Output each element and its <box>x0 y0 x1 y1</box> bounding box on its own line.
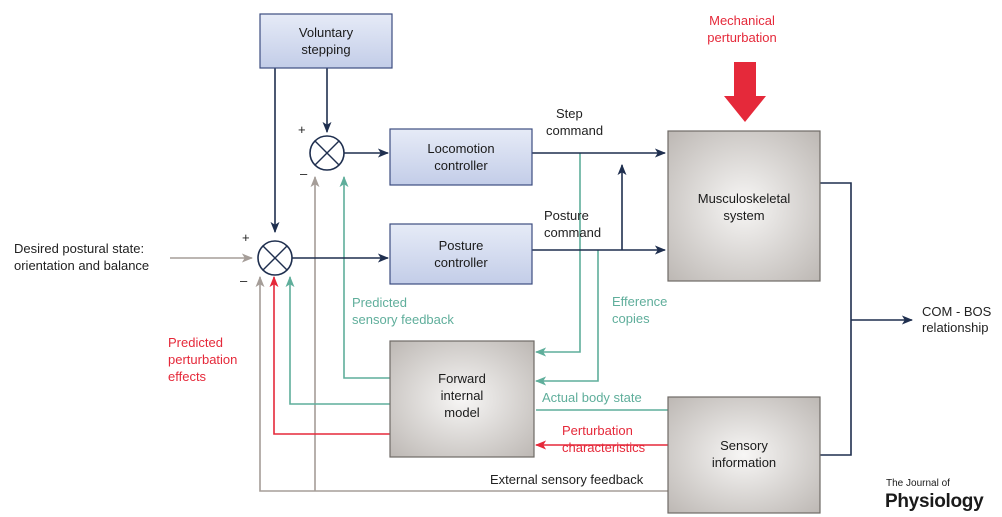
musculo-line-2: system <box>723 208 764 223</box>
navy-lines <box>270 68 914 456</box>
output-line-top <box>820 182 852 456</box>
locomotion-line-1: Locomotion <box>427 141 494 156</box>
musculoskeletal-system-box: Musculoskeletal system <box>667 130 821 282</box>
forward-line-1: Forward <box>438 371 486 386</box>
mechanical-perturbation-arrow <box>724 62 766 122</box>
desired-label-2: orientation and balance <box>14 258 149 273</box>
forward-line-3: model <box>444 405 480 420</box>
locomotion-controller-box: Locomotion controller <box>389 128 533 186</box>
predicted-feedback-loco <box>339 175 390 379</box>
posture-minus-sign: – <box>240 273 248 288</box>
mechanical-label-1: Mechanical <box>709 13 775 28</box>
musculo-line-1: Musculoskeletal <box>698 191 791 206</box>
forward-internal-model-box: Forward internal model <box>389 340 535 458</box>
actual-body-state-label: Actual body state <box>542 390 642 405</box>
journal-logo-small: The Journal of <box>886 478 950 489</box>
posture-command-label-1: Posture <box>544 208 589 223</box>
voluntary-line-2: stepping <box>301 42 350 57</box>
posture-command-label-2: command <box>544 225 601 240</box>
predicted-sensory-label-1: Predicted <box>352 295 407 310</box>
posture-summing-junction <box>257 240 293 276</box>
voluntary-stepping-box: Voluntary stepping <box>259 13 393 69</box>
predicted-perturbation-label-3: effects <box>168 369 207 384</box>
perturbation-char-label-2: characteristics <box>562 440 646 455</box>
locomotion-line-2: controller <box>434 158 488 173</box>
efference-step-line <box>534 153 581 357</box>
posture-plus-sign: + <box>242 230 250 245</box>
step-command-label-2: command <box>546 123 603 138</box>
sensory-information-box: Sensory information <box>667 396 821 514</box>
step-command-label-1: Step <box>556 106 583 121</box>
forward-line-2: internal <box>441 388 484 403</box>
gray-lines <box>170 175 668 492</box>
com-bos-label-2: relationship <box>922 320 989 335</box>
perturbation-char-label-1: Perturbation <box>562 423 633 438</box>
efference-label-2: copies <box>612 311 650 326</box>
loco-plus-sign: + <box>298 122 306 137</box>
posture-controller-box: Posture controller <box>389 223 533 285</box>
posture-line-1: Posture <box>439 238 484 253</box>
mechanical-label-2: perturbation <box>707 30 776 45</box>
predicted-effects-line-1 <box>269 275 390 435</box>
locomotion-summing-junction <box>309 135 345 171</box>
sensory-line-1: Sensory <box>720 438 768 453</box>
efference-posture-line <box>534 250 599 386</box>
predicted-feedback-posture <box>285 275 390 405</box>
sensory-line-2: information <box>712 455 776 470</box>
efference-label-1: Efference <box>612 294 667 309</box>
posture-line-2: controller <box>434 255 488 270</box>
journal-logo: The Journal of Physiology <box>885 478 984 512</box>
red-lines <box>269 275 668 450</box>
green-lines <box>285 153 668 411</box>
journal-logo-big: Physiology <box>885 491 984 512</box>
external-feedback-label: External sensory feedback <box>490 472 644 487</box>
desired-label-1: Desired postural state: <box>14 241 144 256</box>
voluntary-line-1: Voluntary <box>299 25 354 40</box>
external-feedback-line <box>255 275 668 492</box>
predicted-perturbation-label-2: perturbation <box>168 352 237 367</box>
loco-minus-sign: – <box>300 166 308 181</box>
predicted-perturbation-label-1: Predicted <box>168 335 223 350</box>
com-bos-label-1: COM - BOS <box>922 304 992 319</box>
predicted-sensory-label-2: sensory feedback <box>352 312 454 327</box>
